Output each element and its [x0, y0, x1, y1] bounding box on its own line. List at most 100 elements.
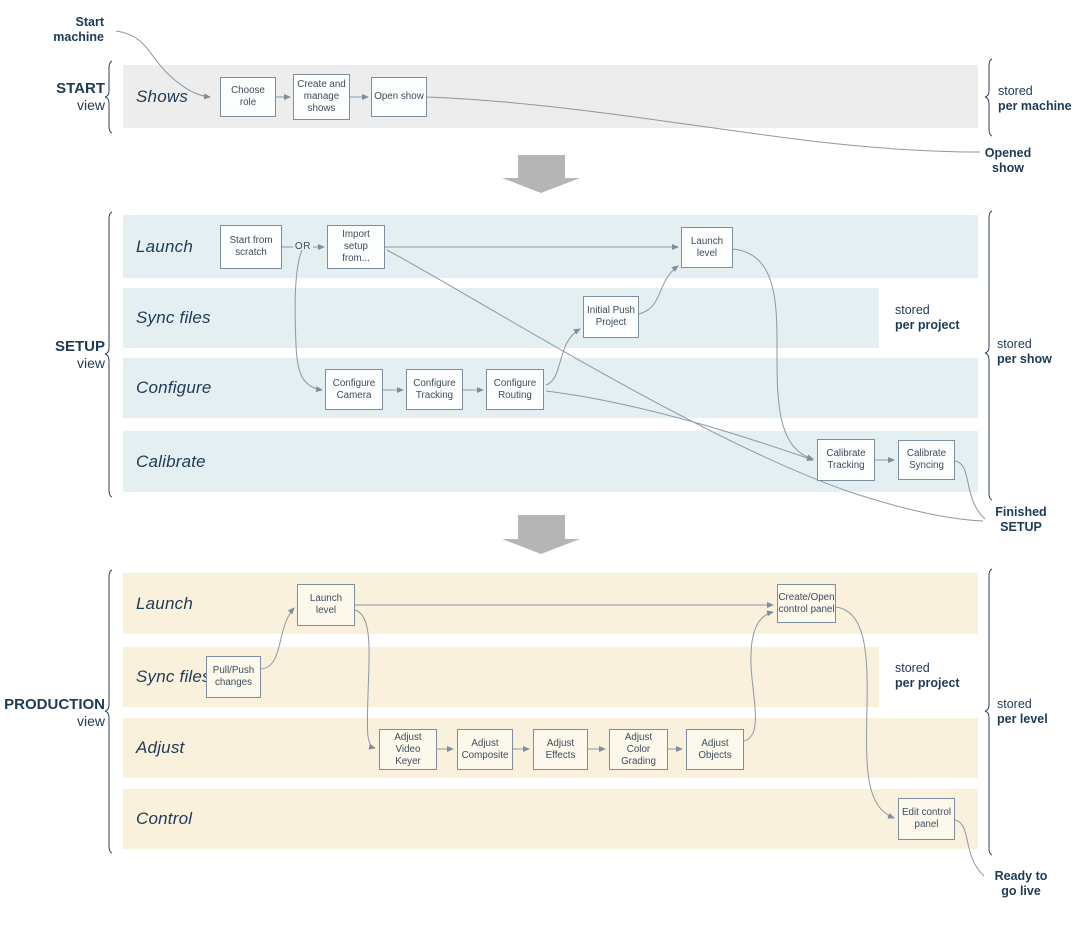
node-configure-camera: Configure Camera: [325, 369, 383, 410]
annotation-ready-line1: Ready to: [994, 869, 1048, 883]
lane-label-setup-sync: Sync files: [136, 308, 211, 327]
lane-label-shows: Shows: [136, 86, 189, 106]
edge-create-open-to-edit-panel: [835, 606, 895, 819]
node-import-setup: Import setup from...: [327, 225, 385, 269]
section-header-setup-title: SETUP: [54, 338, 105, 355]
node-create-open-control-panel: Create/Open control panel: [777, 584, 836, 623]
lane-label-setup-calibrate: Calibrate: [136, 451, 206, 471]
section-header-start-title: START: [56, 80, 105, 97]
annotation-stored-per-show: stored per show: [997, 337, 1052, 366]
section-header-setup: SETUP view: [0, 338, 105, 371]
bracket-setup-view: [104, 211, 113, 498]
section-header-setup-sub: view: [76, 355, 105, 371]
lane-production-control: Control: [123, 789, 978, 849]
bracket-stored-per-machine: [984, 58, 993, 137]
annotation-stored-per-level-line2: per level: [997, 711, 1048, 726]
annotation-setup-stored-per-project: stored per project: [895, 303, 960, 332]
annotation-finished-setup-line1: Finished: [995, 505, 1047, 519]
node-adjust-objects-label: Adjust Objects: [698, 737, 732, 761]
annotation-stored-per-show-line2: per show: [997, 351, 1052, 366]
node-calibrate-tracking-label: Calibrate Tracking: [826, 448, 866, 471]
lane-label-prod-control: Control: [136, 809, 193, 828]
annotation-finished-setup: Finished SETUP: [988, 505, 1054, 534]
section-header-production-title: PRODUCTION: [4, 696, 105, 713]
lane-label-prod-adjust: Adjust: [136, 738, 185, 757]
node-choose-role: Choose role: [220, 77, 276, 117]
node-launch-level-production: Launch level: [297, 584, 355, 626]
node-start-from-scratch-label: Start from scratch: [229, 235, 273, 258]
node-adjust-effects: Adjust Effects: [533, 729, 588, 770]
node-calibrate-tracking: Calibrate Tracking: [817, 439, 875, 481]
node-create-open-label: Create/Open control panel: [778, 591, 835, 615]
annotation-stored-per-level-line1: stored: [997, 697, 1032, 711]
node-start-from-scratch: Start from scratch: [220, 225, 282, 269]
node-initial-push-project: Initial Push Project: [583, 296, 639, 338]
node-edit-control-panel: Edit control panel: [898, 798, 955, 840]
annotation-opened-show-line1: Opened: [984, 146, 1032, 160]
section-arrow-1-shaft: [518, 155, 565, 178]
node-configure-tracking: Configure Tracking: [406, 369, 463, 410]
node-adjust-color-grading-label: Adjust Color Grading: [621, 731, 656, 767]
annotation-stored-per-machine: stored per machine: [998, 84, 1072, 113]
node-configure-tracking-label: Configure Tracking: [413, 377, 456, 401]
node-open-show: Open show: [371, 77, 427, 117]
annotation-start-machine: Start machine: [0, 15, 104, 44]
annotation-start-machine-line2: machine: [53, 29, 104, 44]
section-arrow-2-shaft: [518, 515, 565, 539]
section-header-start-sub: view: [76, 97, 105, 113]
lane-setup-configure: Configure: [123, 358, 978, 418]
annotation-opened-show-line2: show: [992, 160, 1024, 175]
lane-label-prod-sync: Sync files: [136, 667, 211, 686]
node-initial-push-label: Initial Push Project: [587, 305, 635, 328]
annotation-ready-line2: go live: [1001, 883, 1041, 898]
section-arrow-2-head: [502, 539, 580, 554]
annotation-setup-stored-line1: stored: [895, 303, 930, 317]
lane-production-launch: Launch: [123, 573, 978, 634]
annotation-stored-per-level: stored per level: [997, 697, 1048, 726]
node-choose-role-label: Choose role: [231, 85, 265, 108]
node-launch-level-production-label: Launch level: [309, 593, 343, 616]
node-adjust-color-grading: Adjust Color Grading: [609, 729, 668, 770]
node-pull-push-label: Pull/Push changes: [212, 665, 255, 688]
node-import-setup-label: Import setup from...: [342, 229, 370, 264]
node-configure-camera-label: Configure Camera: [332, 377, 376, 401]
bracket-stored-per-level: [984, 568, 993, 856]
annotation-opened-show: Opened show: [972, 146, 1044, 175]
annotation-stored-per-show-line1: stored: [997, 337, 1032, 351]
node-calibrate-syncing: Calibrate Syncing: [898, 440, 955, 480]
node-launch-level-setup: Launch level: [681, 227, 733, 268]
section-header-start: START view: [0, 80, 105, 113]
node-create-manage-shows-label: Create and manage shows: [297, 79, 346, 114]
annotation-stored-per-machine-line1: stored: [998, 84, 1033, 98]
annotation-start-machine-line1: Start: [75, 15, 104, 29]
lane-label-prod-launch: Launch: [136, 593, 193, 613]
node-configure-routing-label: Configure Routing: [493, 377, 537, 401]
node-create-manage-shows: Create and manage shows: [293, 74, 350, 120]
node-adjust-video-keyer-label: Adjust Video Keyer: [394, 731, 422, 767]
node-pull-push-changes: Pull/Push changes: [206, 656, 261, 698]
node-adjust-effects-label: Adjust Effects: [545, 737, 576, 761]
section-header-production-sub: view: [76, 713, 105, 729]
annotation-setup-stored-line2: per project: [895, 317, 960, 332]
lane-label-setup-launch: Launch: [136, 236, 193, 256]
node-adjust-objects: Adjust Objects: [686, 729, 744, 770]
node-open-show-label: Open show: [374, 91, 424, 102]
node-adjust-video-keyer: Adjust Video Keyer: [379, 729, 437, 770]
bracket-production-view: [104, 569, 113, 854]
lane-setup-sync-files: Sync files: [123, 288, 879, 348]
node-edit-control-panel-label: Edit control panel: [901, 807, 951, 830]
node-adjust-composite-label: Adjust Composite: [461, 737, 509, 761]
section-arrow-1-head: [502, 178, 580, 193]
annotation-finished-setup-line2: SETUP: [1000, 519, 1042, 534]
annotation-ready-to-go-live: Ready to go live: [988, 869, 1054, 898]
annotation-stored-per-machine-line2: per machine: [998, 98, 1072, 113]
section-header-production: PRODUCTION view: [0, 696, 105, 729]
bracket-start-view: [104, 60, 113, 134]
annotation-prod-stored-line2: per project: [895, 675, 960, 690]
annotation-production-stored-per-project: stored per project: [895, 661, 960, 690]
node-adjust-composite: Adjust Composite: [457, 729, 513, 770]
node-calibrate-syncing-label: Calibrate Syncing: [906, 448, 947, 471]
edge-launch-level-to-calibrate-tracking: [732, 248, 814, 461]
bracket-stored-per-show: [984, 210, 993, 501]
